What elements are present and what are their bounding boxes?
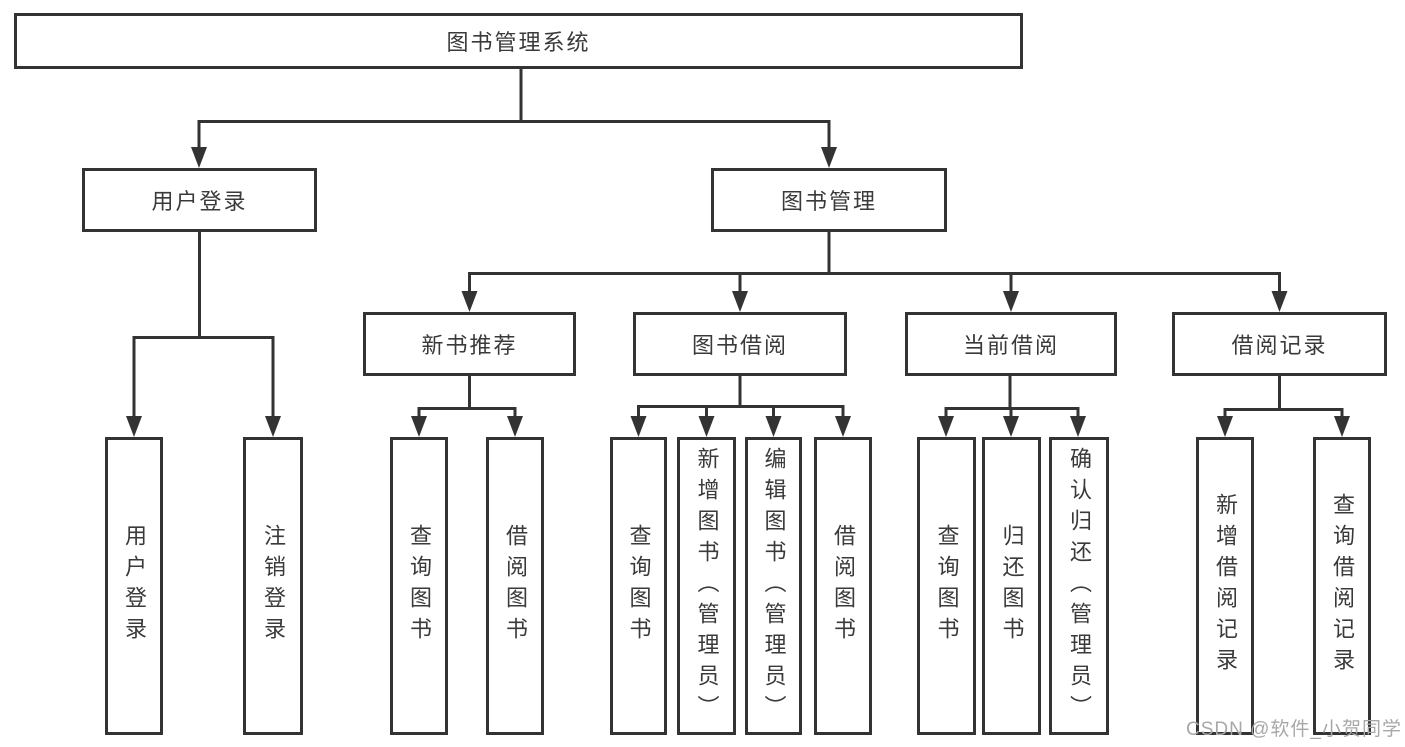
- node-root-label: 图书管理系统: [446, 30, 591, 55]
- node-leaf-logout: 注销登录: [243, 437, 303, 735]
- node-leaf-borrow-books-recommend-label: 借阅图书: [503, 524, 528, 648]
- node-leaf-query-borrow-record: 查询借阅记录: [1313, 437, 1371, 735]
- node-current-borrowing-label: 当前借阅: [962, 333, 1059, 358]
- node-leaf-logout-label: 注销登录: [261, 524, 286, 648]
- node-leaf-add-books-admin: 新增图书（管理员）: [677, 437, 736, 735]
- node-book-borrowing: 图书借阅: [633, 312, 847, 376]
- node-new-book-recommend: 新书推荐: [363, 312, 576, 376]
- node-book-borrowing-label: 图书借阅: [691, 333, 788, 358]
- node-leaf-borrow-books-label: 借阅图书: [831, 524, 856, 648]
- watermark-text: CSDN @软件_小贺同学: [1186, 719, 1402, 740]
- node-leaf-user-login: 用户登录: [105, 437, 163, 735]
- node-current-borrowing: 当前借阅: [905, 312, 1117, 376]
- node-leaf-return-books-label: 归还图书: [999, 524, 1025, 648]
- node-leaf-query-books-recommend: 查询图书: [390, 437, 448, 735]
- node-leaf-confirm-return-admin-label: 确认归还（管理员）: [1067, 446, 1092, 726]
- node-user-login: 用户登录: [82, 168, 317, 232]
- node-leaf-query-borrow-record-label: 查询借阅记录: [1330, 493, 1355, 679]
- node-leaf-query-books-current-label: 查询图书: [934, 524, 960, 648]
- node-new-book-recommend-label: 新书推荐: [421, 333, 518, 358]
- node-leaf-return-books: 归还图书: [982, 437, 1041, 735]
- node-book-management: 图书管理: [711, 168, 947, 232]
- node-leaf-confirm-return-admin: 确认归还（管理员）: [1049, 437, 1109, 735]
- node-leaf-query-books-current: 查询图书: [917, 437, 976, 735]
- node-book-management-label: 图书管理: [780, 189, 877, 214]
- node-leaf-borrow-books-recommend: 借阅图书: [486, 437, 544, 735]
- node-leaf-add-borrow-record-label: 新增借阅记录: [1213, 493, 1238, 679]
- node-leaf-edit-books-admin: 编辑图书（管理员）: [745, 437, 802, 735]
- node-borrowing-records: 借阅记录: [1172, 312, 1387, 376]
- node-leaf-add-books-admin-label: 新增图书（管理员）: [694, 446, 720, 726]
- node-leaf-borrow-books: 借阅图书: [814, 437, 872, 735]
- node-leaf-add-borrow-record: 新增借阅记录: [1196, 437, 1254, 735]
- node-borrowing-records-label: 借阅记录: [1231, 333, 1328, 358]
- node-leaf-user-login-label: 用户登录: [122, 524, 147, 648]
- node-leaf-query-books-borrowing: 查询图书: [610, 437, 667, 735]
- node-user-login-label: 用户登录: [151, 189, 248, 214]
- node-leaf-query-books-borrowing-label: 查询图书: [626, 524, 652, 648]
- node-root: 图书管理系统: [14, 13, 1023, 69]
- node-leaf-query-books-recommend-label: 查询图书: [407, 524, 432, 648]
- node-leaf-edit-books-admin-label: 编辑图书（管理员）: [761, 446, 787, 726]
